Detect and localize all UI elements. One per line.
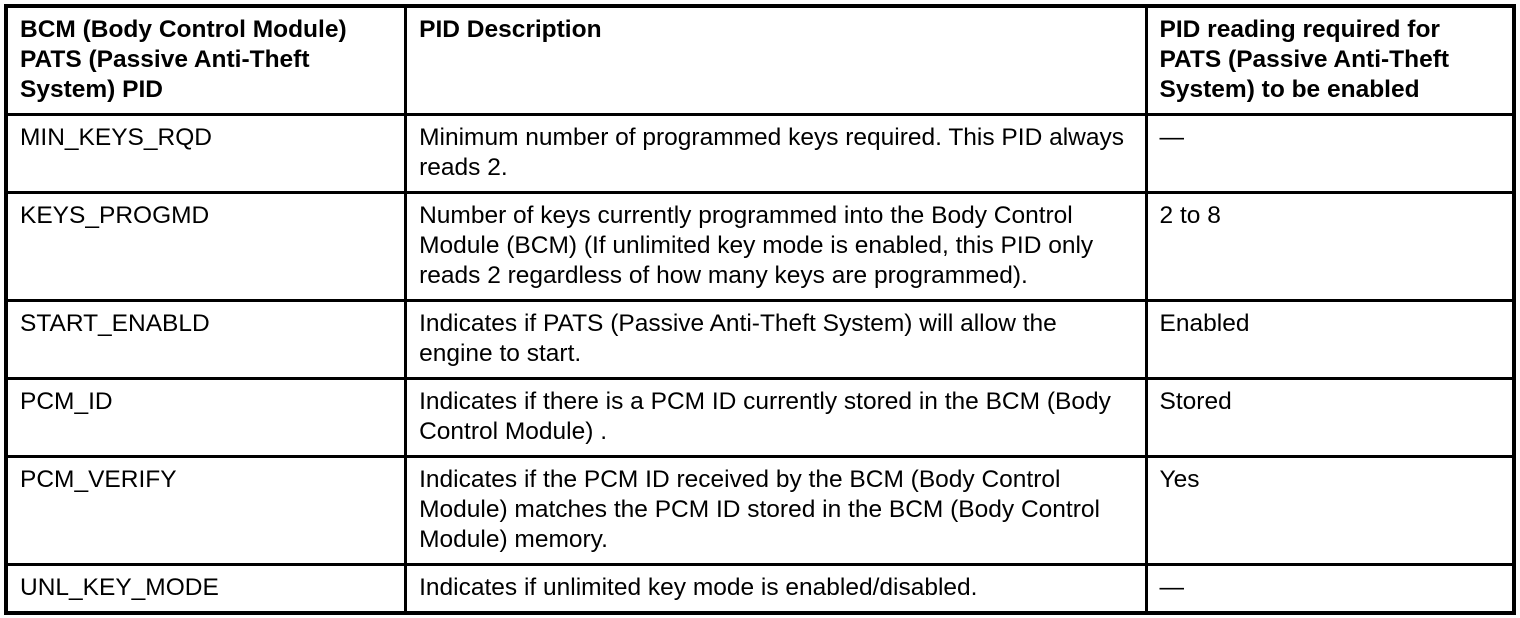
description-cell: Indicates if there is a PCM ID currently…: [404, 377, 1148, 458]
reading-cell: —: [1144, 113, 1516, 194]
pid-cell: PCM_VERIFY: [4, 455, 408, 566]
pid-cell: MIN_KEYS_RQD: [4, 113, 408, 194]
reading-cell: Stored: [1144, 377, 1516, 458]
column-header-description: PID Description: [404, 4, 1148, 116]
column-header-pid: BCM (Body Control Module) PATS (Passive …: [4, 4, 408, 116]
description-cell: Indicates if PATS (Passive Anti-Theft Sy…: [404, 299, 1148, 380]
reading-cell: Enabled: [1144, 299, 1516, 380]
pid-cell: PCM_ID: [4, 377, 408, 458]
pid-cell: UNL_KEY_MODE: [4, 563, 408, 615]
description-cell: Indicates if unlimited key mode is enabl…: [404, 563, 1148, 615]
header-row: BCM (Body Control Module) PATS (Passive …: [4, 4, 1516, 116]
pid-cell: KEYS_PROGMD: [4, 191, 408, 302]
description-cell: Minimum number of programmed keys requir…: [404, 113, 1148, 194]
reading-cell: Yes: [1144, 455, 1516, 566]
pats-pid-table: BCM (Body Control Module) PATS (Passive …: [4, 4, 1516, 615]
pid-cell: START_ENABLD: [4, 299, 408, 380]
reading-cell: —: [1144, 563, 1516, 615]
description-cell: Indicates if the PCM ID received by the …: [404, 455, 1148, 566]
reading-cell: 2 to 8: [1144, 191, 1516, 302]
column-header-reading-required: PID reading required for PATS (Passive A…: [1144, 4, 1516, 116]
description-cell: Number of keys currently programmed into…: [404, 191, 1148, 302]
